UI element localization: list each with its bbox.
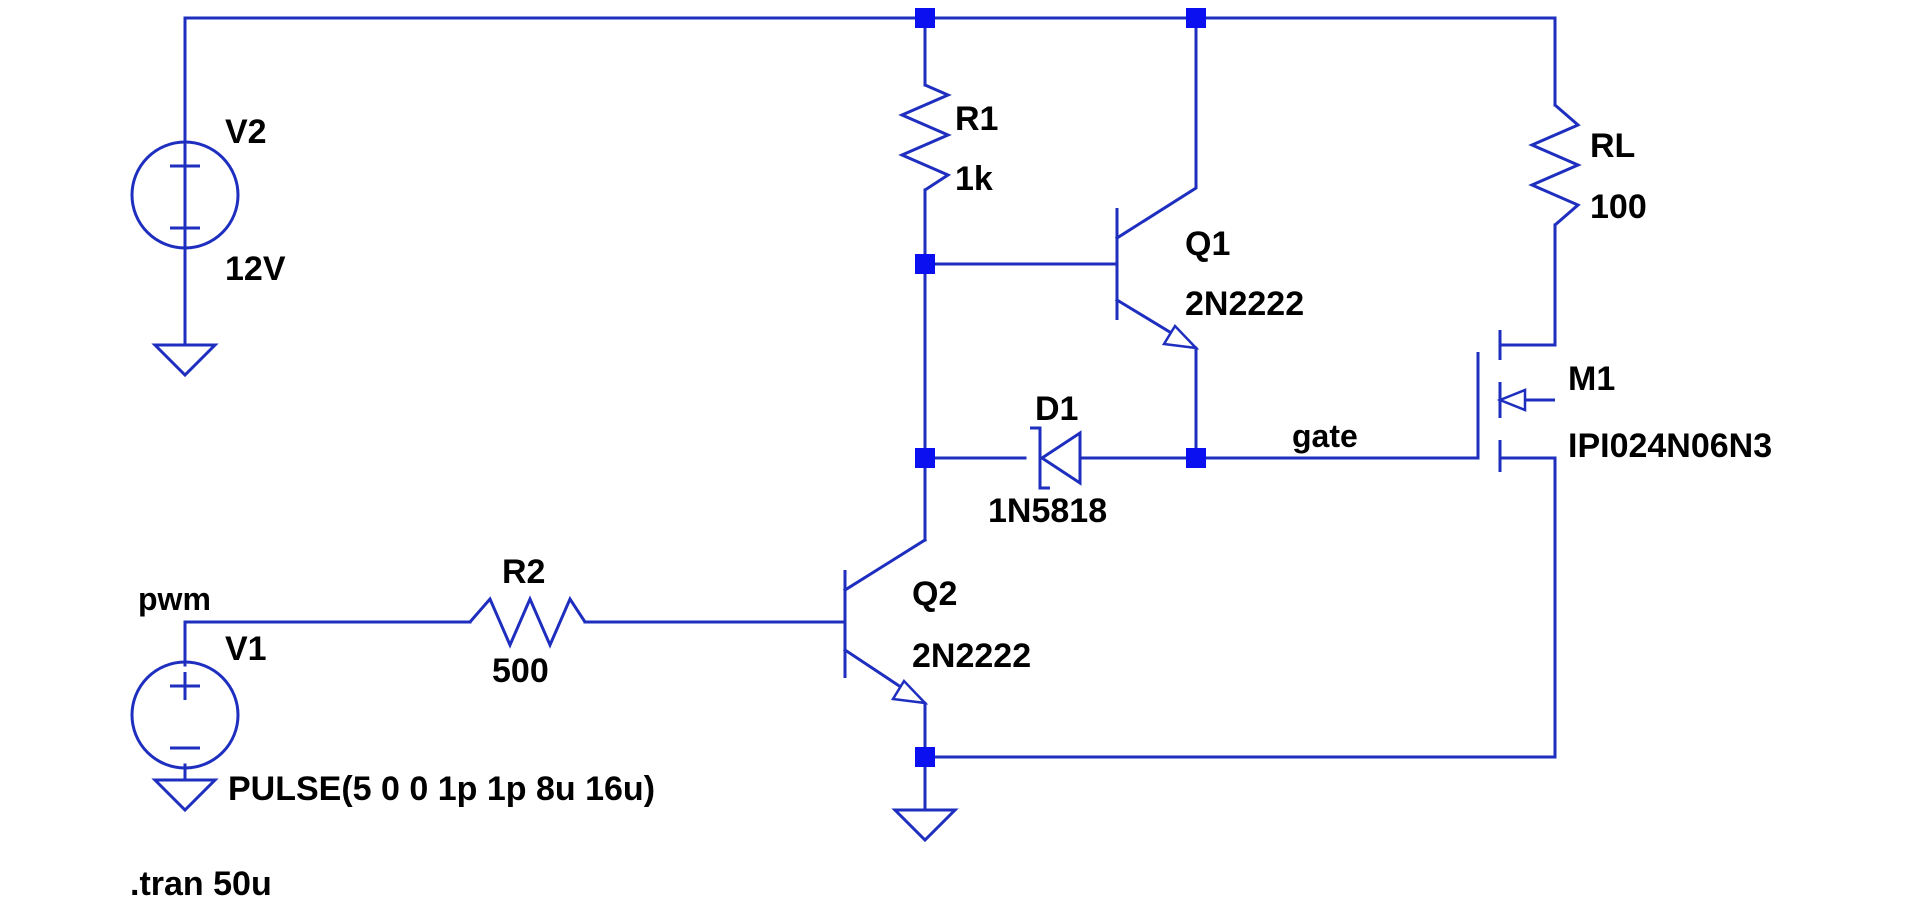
wire-q2-collector	[842, 537, 928, 593]
wire-q1-collector	[1114, 16, 1198, 241]
resistor-r2-icon[interactable]	[468, 595, 587, 649]
rl-name-label: RL	[1590, 127, 1635, 165]
junctions	[915, 8, 1206, 767]
rl-value-label: 100	[1590, 188, 1647, 226]
gate-net-label: gate	[1292, 418, 1358, 454]
v2-value-label: 12V	[225, 250, 286, 288]
junction-dot	[1186, 8, 1206, 28]
r2-value-label: 500	[492, 652, 549, 690]
wire-pwm	[183, 620, 472, 667]
v2-name-label: V2	[225, 113, 267, 151]
q1-value-label: 2N2222	[1185, 285, 1304, 323]
junction-dot	[915, 747, 935, 767]
q1-name-label: Q1	[1185, 225, 1230, 263]
q2-name-label: Q2	[912, 575, 957, 613]
junction-dot	[915, 254, 935, 274]
v1-name-label: V1	[225, 630, 267, 668]
wire-top-rail	[183, 16, 1557, 292]
r1-value-label: 1k	[955, 160, 993, 198]
ground-icon	[151, 343, 219, 378]
junction-dot	[1186, 448, 1206, 468]
v1-value-label: PULSE(5 0 0 1p 1p 8u 16u)	[228, 770, 655, 808]
voltage-source-v1-icon[interactable]	[130, 660, 240, 770]
pwm-net-label: pwm	[138, 581, 211, 617]
m1-value-label: IPI024N06N3	[1568, 427, 1772, 465]
ground-icon	[891, 808, 959, 843]
d1-name-label: D1	[1035, 390, 1078, 428]
m1-name-label: M1	[1568, 360, 1615, 398]
voltage-source-v2-icon[interactable]	[130, 140, 240, 250]
nmos-transistor-m1-icon[interactable]	[1476, 330, 1555, 472]
npn-transistor-q1-icon[interactable]	[1115, 208, 1200, 350]
ground-icon	[151, 778, 219, 813]
spice-directive[interactable]: .tran 50u	[130, 865, 272, 903]
wire-q1-emitter	[1114, 297, 1198, 460]
wire-m1-source	[923, 456, 1557, 759]
wire-rl-drain	[1498, 223, 1557, 347]
resistor-rl-icon[interactable]	[1528, 103, 1582, 227]
d1-value-label: 1N5818	[988, 492, 1107, 530]
npn-transistor-q2-icon[interactable]	[843, 570, 929, 705]
r1-name-label: R1	[955, 100, 998, 138]
junction-dot	[915, 448, 935, 468]
q2-value-label: 2N2222	[912, 637, 1031, 675]
schottky-diode-d1-icon[interactable]	[1030, 426, 1082, 490]
resistor-r1-icon[interactable]	[898, 83, 952, 192]
r2-name-label: R2	[502, 553, 545, 591]
wires	[183, 16, 1557, 812]
junction-dot	[915, 8, 935, 28]
